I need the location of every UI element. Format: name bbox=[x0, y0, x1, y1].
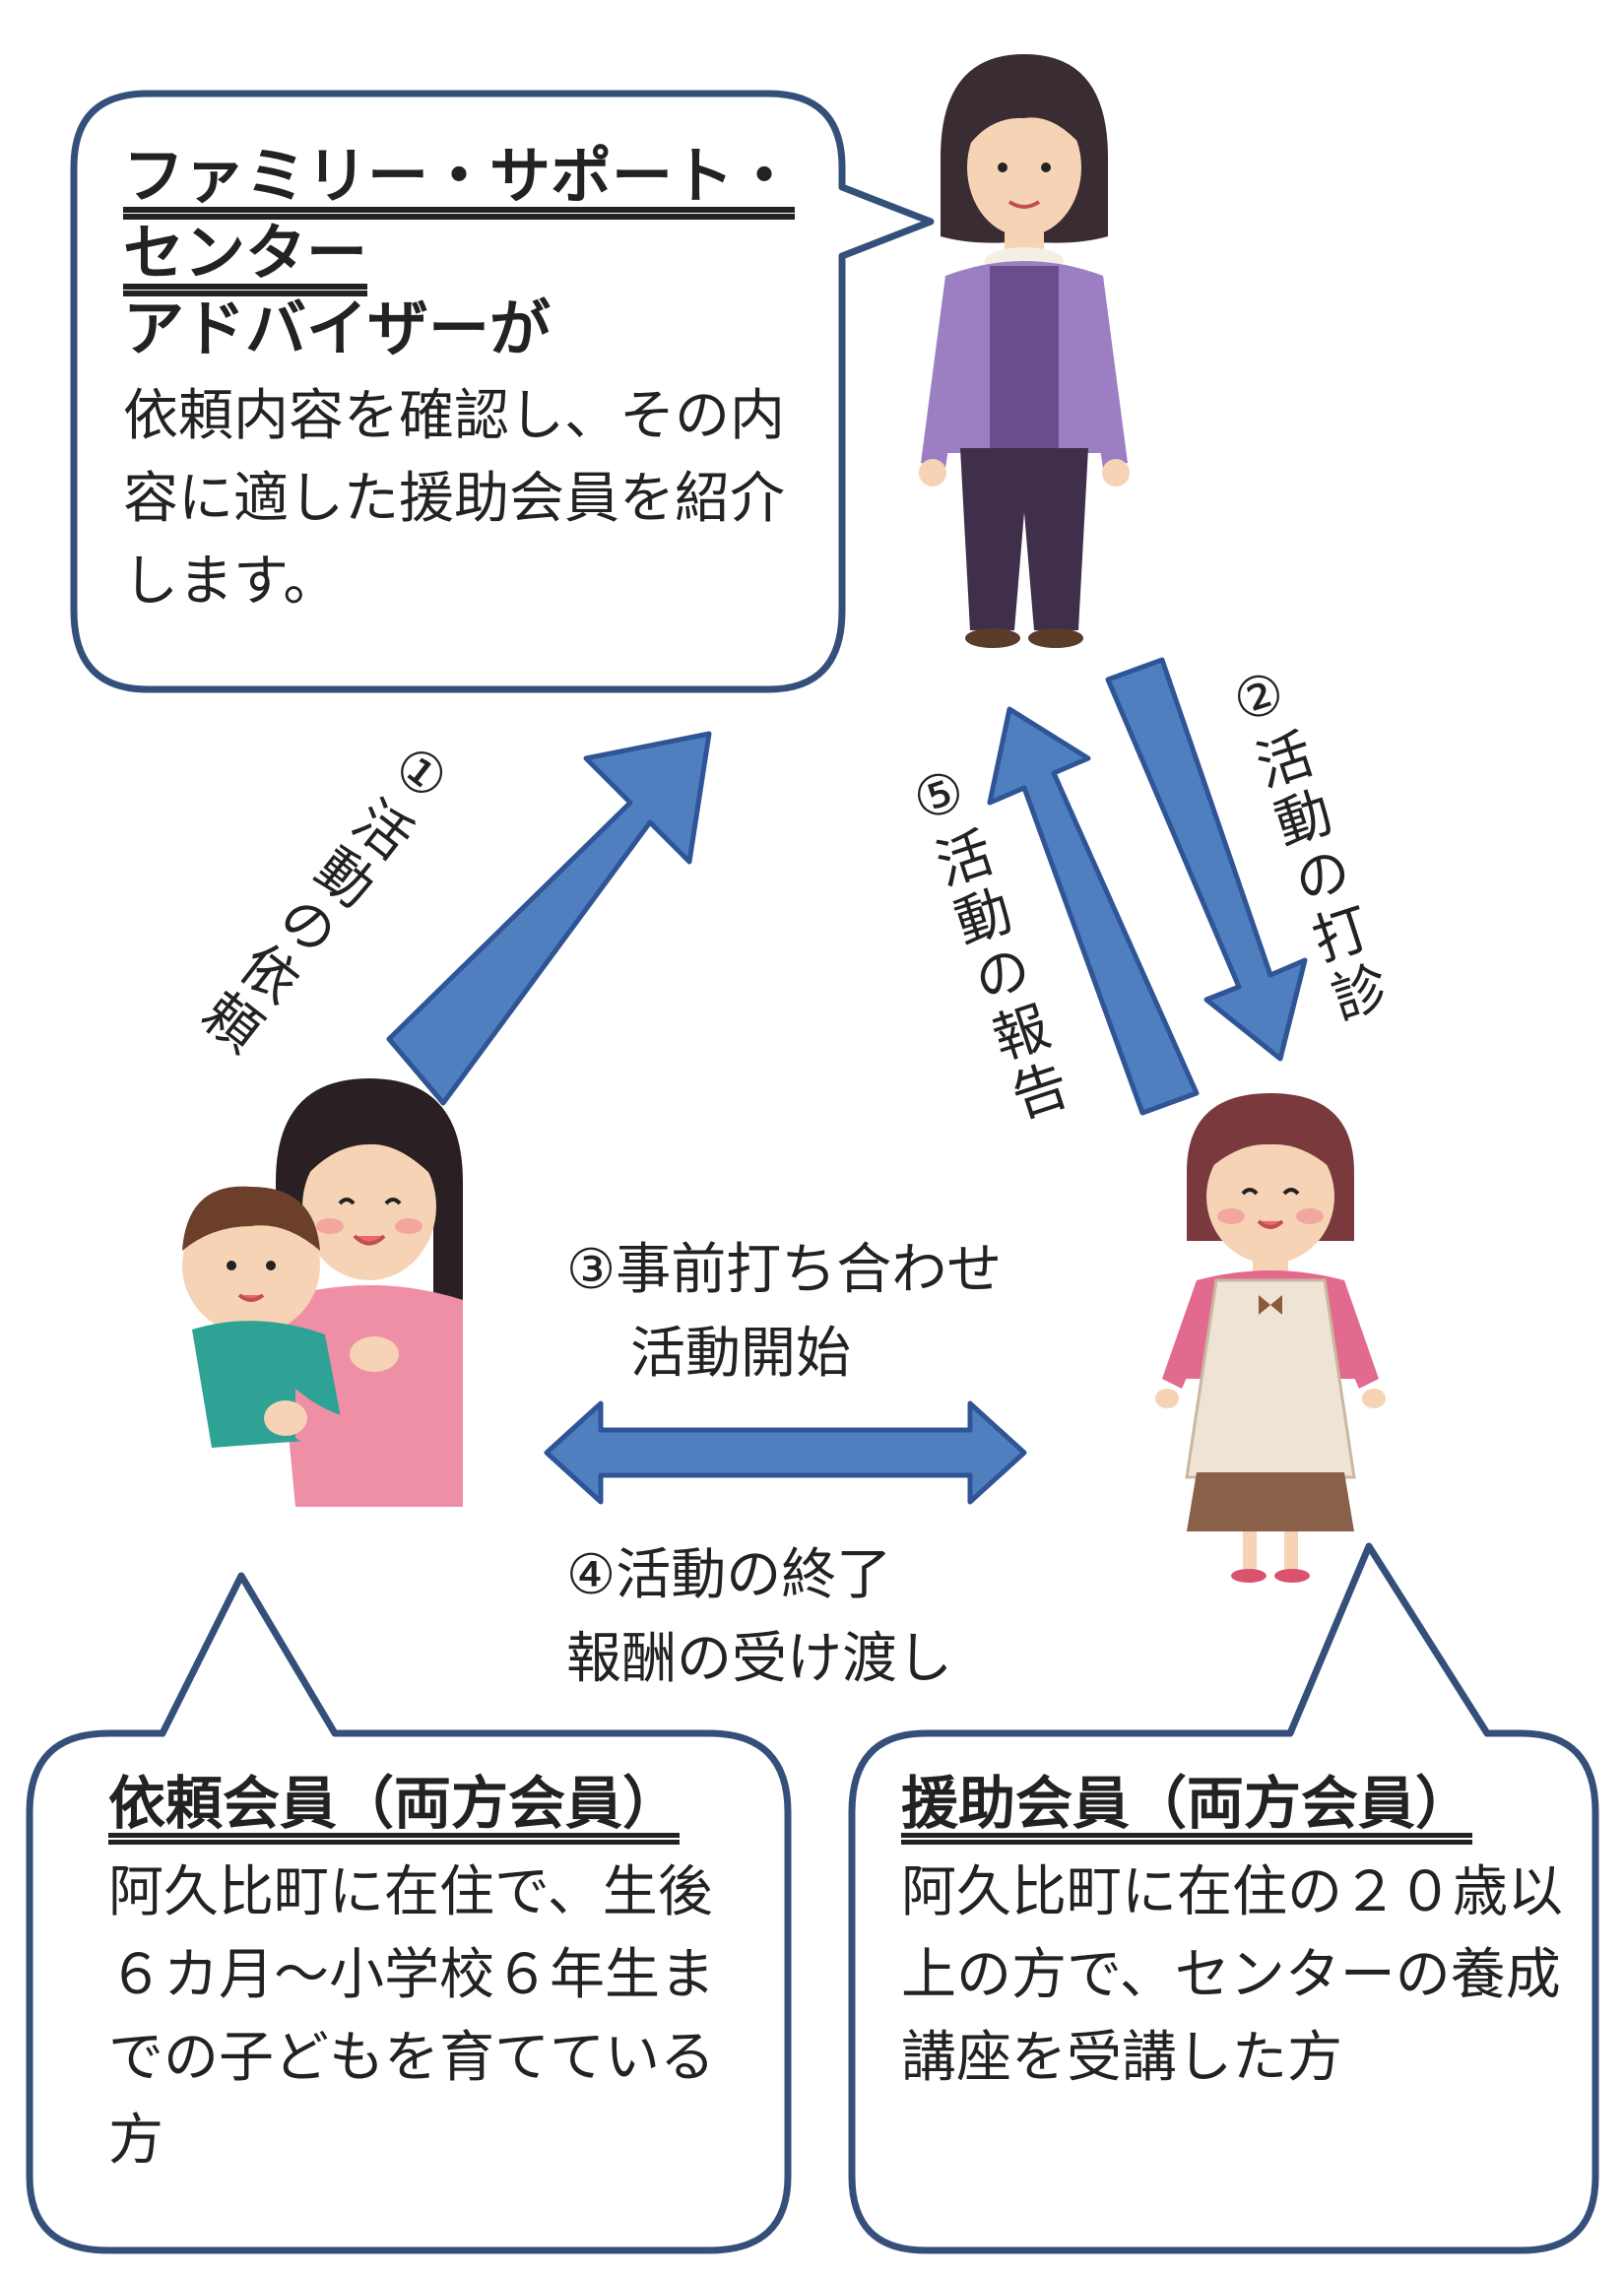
arrow-report bbox=[987, 706, 1200, 1116]
advisor-speech-bubble bbox=[70, 90, 935, 693]
helper-speech-bubble bbox=[848, 1542, 1599, 2254]
arrow-exchange bbox=[544, 1400, 1027, 1505]
advisor-bubble-text: ファミリー・サポート・ センター アドバイザーが 依頼内容を確認し、その内容に適… bbox=[123, 138, 832, 623]
advisor-title-line2: センター bbox=[123, 216, 368, 289]
arrow-request bbox=[386, 731, 712, 1106]
step4-line2: 報酬の受け渡し bbox=[566, 1627, 952, 1691]
requester-speech-bubble bbox=[26, 1572, 792, 2254]
requester-bubble-text: 依頼会員（両方会員） 阿久比町に在住で、生後６カ月～小学校６年生までの子どもを育… bbox=[108, 1768, 758, 2182]
advisor-subtitle: アドバイザーが bbox=[123, 292, 552, 364]
advisor-illustration bbox=[919, 54, 1130, 648]
helper-body: 阿久比町に在住の２０歳以上の方で、センターの養成講座を受講した方 bbox=[901, 1859, 1563, 2090]
step3-line2: 活動開始 bbox=[630, 1322, 851, 1386]
helper-bubble-text: 援助会員（両方会員） 阿久比町に在住の２０歳以上の方で、センターの養成講座を受講… bbox=[901, 1768, 1571, 2100]
step4-line1: ④活動の終了 bbox=[566, 1543, 892, 1607]
helper-illustration bbox=[1155, 1093, 1386, 1583]
requester-illustration bbox=[182, 1078, 463, 1507]
requester-title: 依頼会員（両方会員） bbox=[108, 1770, 681, 1837]
advisor-body: 依頼内容を確認し、その内容に適した援助会員を紹介します。 bbox=[123, 383, 785, 614]
helper-title: 援助会員（両方会員） bbox=[901, 1770, 1473, 1837]
arrow-inquiry bbox=[1105, 657, 1308, 1062]
requester-body: 阿久比町に在住で、生後６カ月～小学校６年生までの子どもを育てている方 bbox=[108, 1859, 715, 2173]
advisor-title-line1: ファミリー・サポート・ bbox=[123, 140, 796, 212]
step3-line1: ③事前打ち合わせ bbox=[566, 1238, 1003, 1302]
